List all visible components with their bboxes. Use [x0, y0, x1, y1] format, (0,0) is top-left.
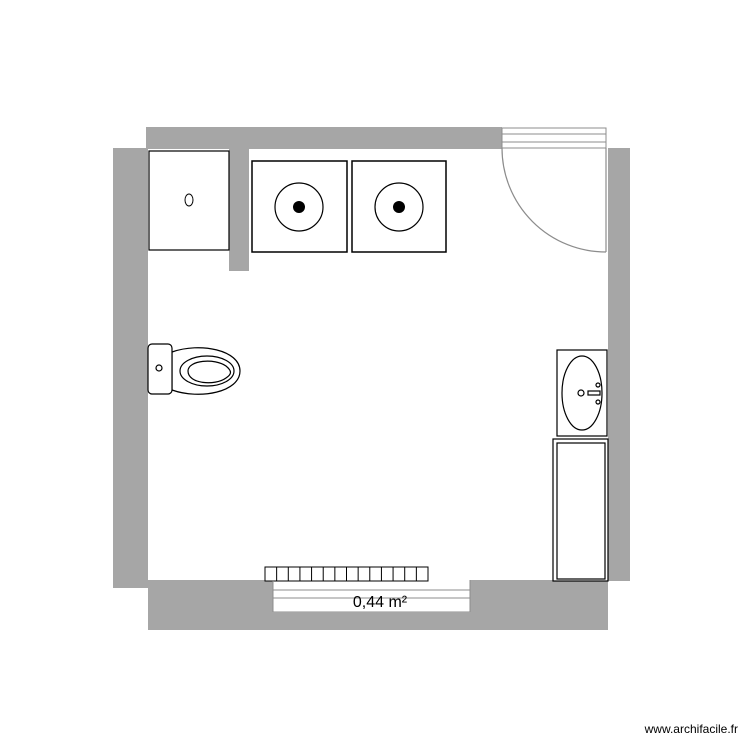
shower-drain-icon [148, 150, 230, 251]
opening-gap [274, 599, 469, 611]
door-swing-icon [501, 147, 607, 253]
sink-icon [556, 349, 608, 437]
basin-icon [351, 160, 447, 253]
sink-knob [595, 382, 601, 388]
basin-drain [393, 201, 405, 213]
sink-knob [595, 399, 601, 405]
sink-drain [577, 389, 585, 397]
watermark: www.archifacile.fr [644, 722, 738, 736]
basin-drain [293, 201, 305, 213]
opening-strip [273, 612, 470, 630]
wall-bottom-left [148, 580, 273, 630]
wall-bottom-notch [113, 574, 148, 588]
wall-bottom-right [470, 580, 608, 630]
toilet-seat-inner [187, 360, 232, 384]
cabinet-inner [556, 442, 606, 580]
wall-right [608, 148, 630, 581]
toilet-flush [155, 364, 163, 372]
door-arc [501, 147, 607, 253]
toilet-icon [147, 343, 241, 395]
partition-wall [229, 148, 249, 271]
wall-left [113, 148, 148, 580]
basin-icon [251, 160, 348, 253]
cabinet-icon [552, 438, 609, 582]
window [501, 127, 607, 149]
shower-drain [184, 193, 194, 207]
sink-tap [587, 390, 601, 396]
wall-top [146, 127, 502, 149]
walls [113, 127, 630, 630]
area-label: 0,44 m² [352, 594, 408, 611]
window-frame [501, 127, 607, 149]
radiator-icon [264, 566, 429, 582]
